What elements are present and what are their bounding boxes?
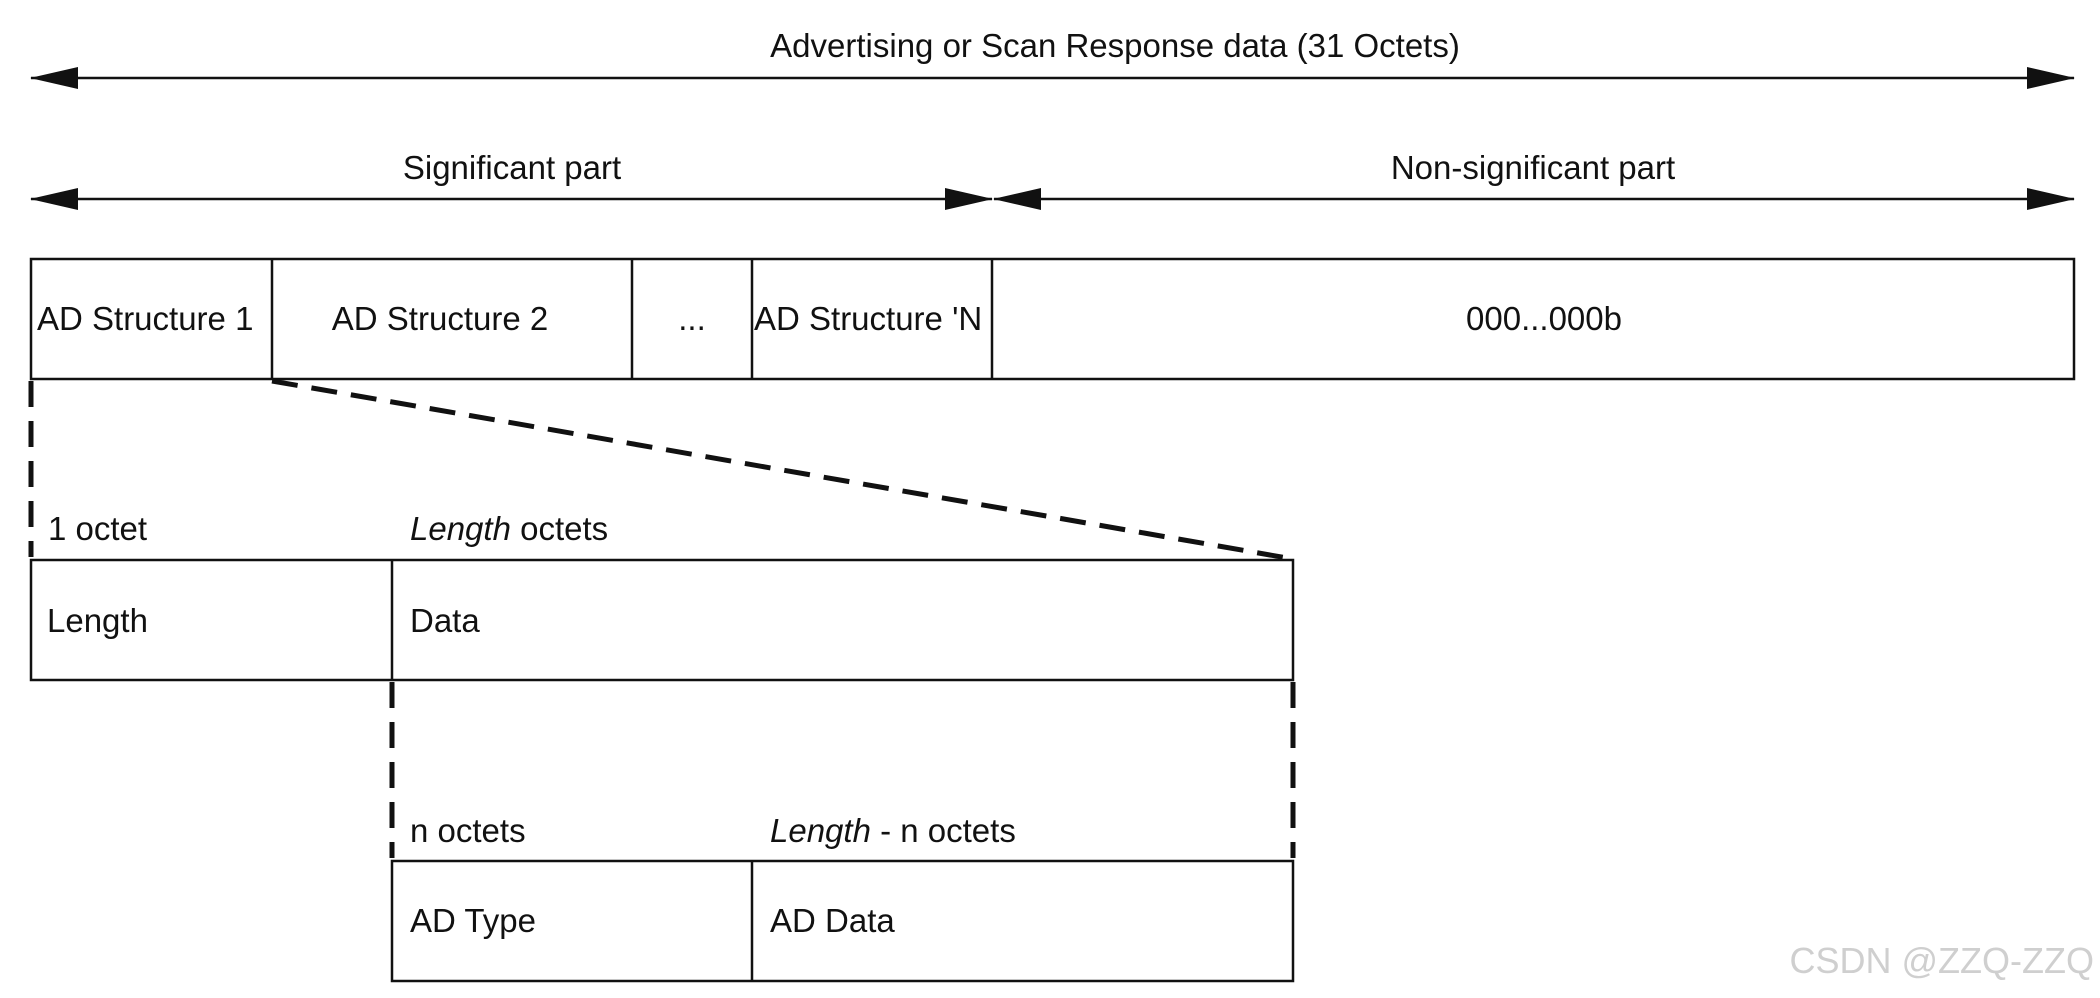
total-length-label: Advertising or Scan Response data (31 Oc…: [770, 27, 1460, 64]
non-significant-part-label: Non-significant part: [1390, 149, 1676, 186]
ad-data-size-label: Length - n octets: [770, 814, 1016, 847]
padding-zeros-cell: 000...000b: [1466, 300, 1622, 337]
zoom-line-right: [271, 378, 1294, 562]
significant-part-label: Significant part: [402, 149, 622, 186]
zoom-lines-structure: [28, 378, 1294, 562]
ad-data-row: [390, 859, 1295, 983]
data-cell: Data: [410, 602, 480, 639]
ad-structure-n-cell: AD Structure 'N: [754, 300, 983, 337]
data-size-rest: octets: [510, 510, 609, 547]
ad-structure-2-cell: AD Structure 2: [331, 300, 549, 337]
ellipsis-cell: ...: [678, 300, 706, 337]
data-size-italic: Length: [410, 510, 511, 547]
ad-type-cell: AD Type: [410, 902, 536, 939]
packet-outline: [29, 257, 2076, 381]
ad-structure-row: [29, 558, 1295, 682]
ad-structure-outline: [29, 558, 1295, 682]
ad-structure-1-cell: AD Structure 1: [37, 300, 254, 337]
type-size-label: n octets: [410, 812, 526, 849]
zoom-lines-data: [389, 682, 1296, 858]
ad-data-outline: [390, 859, 1295, 983]
ad-data-size-rest: - n octets: [870, 812, 1016, 849]
ad-data-cell: AD Data: [770, 902, 895, 939]
ad-data-size-italic: Length: [770, 812, 871, 849]
data-size-label: Length octets: [410, 512, 608, 545]
watermark: CSDN @ZZQ-ZZQ: [1789, 940, 2094, 981]
length-cell: Length: [47, 602, 148, 639]
packet-row: [29, 257, 2076, 381]
length-size-label: 1 octet: [48, 510, 148, 547]
